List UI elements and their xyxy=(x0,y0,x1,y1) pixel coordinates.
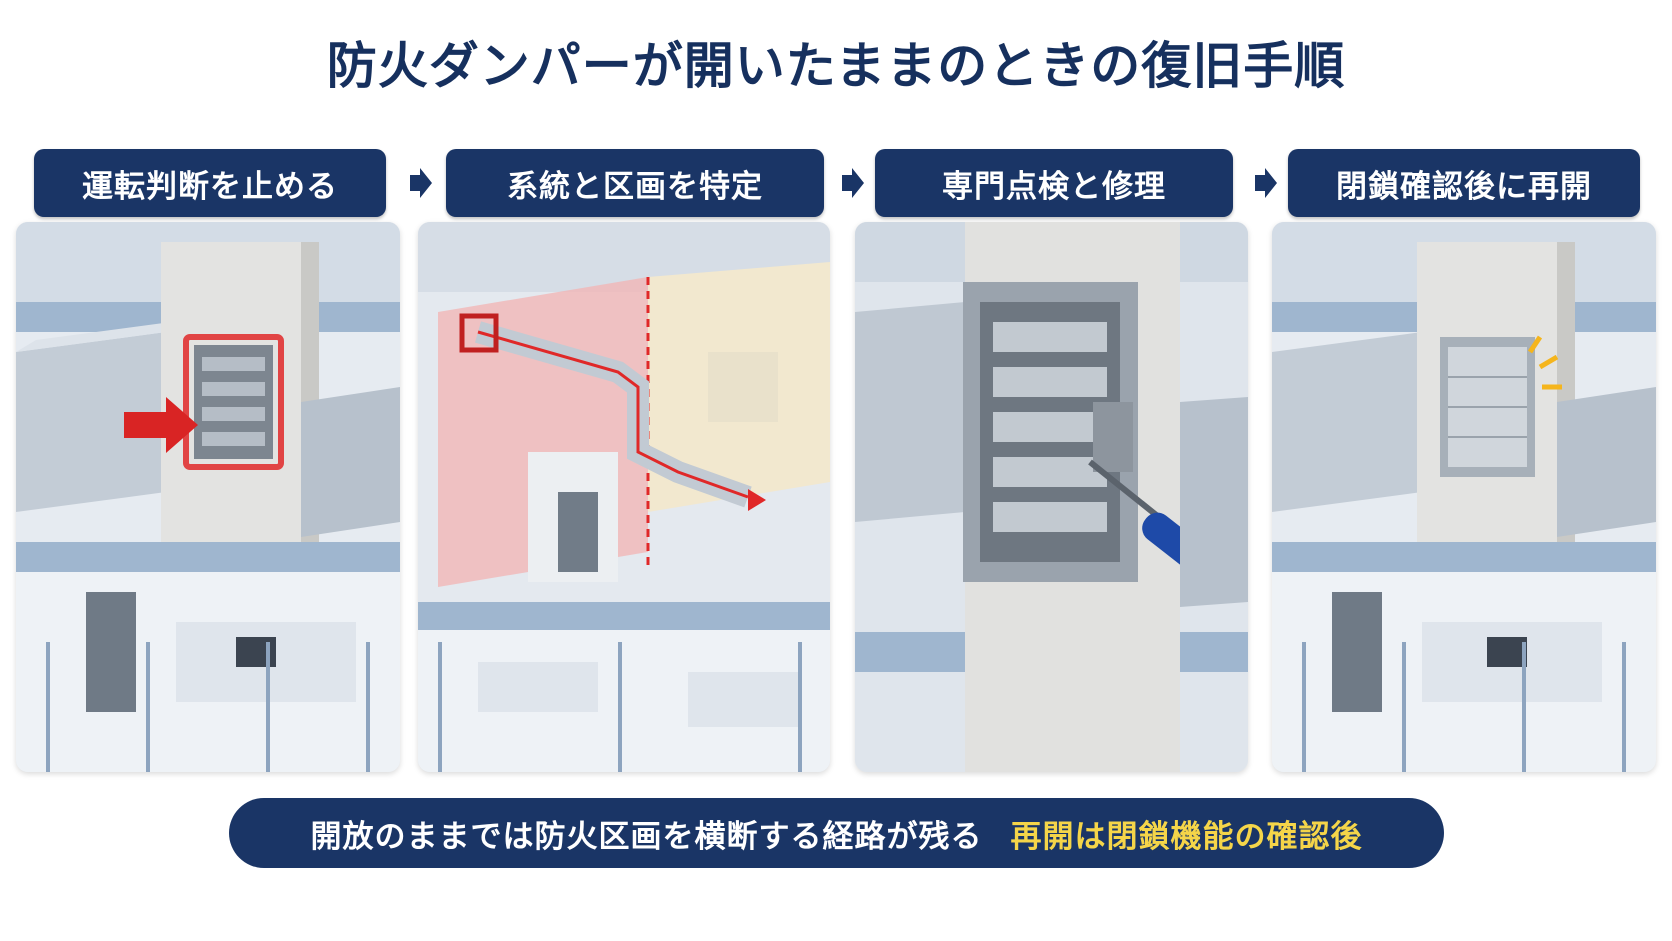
summary-banner: 開放のままでは防火区画を横断する経路が残る 再開は閉鎖機能の確認後 xyxy=(229,798,1444,868)
step-2-illustration xyxy=(418,222,830,772)
right-arrow-icon xyxy=(410,168,432,198)
summary-main-text: 開放のままでは防火区画を横断する経路が残る xyxy=(310,818,983,855)
step-4-illustration xyxy=(1272,222,1656,772)
right-arrow-icon xyxy=(842,168,864,198)
step-1-illustration xyxy=(16,222,400,772)
right-arrow-icon xyxy=(1255,168,1277,198)
step-4-label: 閉鎖確認後に再開 xyxy=(1288,149,1640,217)
page-title: 防火ダンパーが開いたままのときの復旧手順 xyxy=(326,37,1346,95)
summary-accent-text: 再開は閉鎖機能の確認後 xyxy=(1010,818,1363,855)
step-3-illustration xyxy=(855,222,1248,772)
step-1-label: 運転判断を止める xyxy=(34,149,386,217)
step-3-label: 専門点検と修理 xyxy=(875,149,1233,217)
step-2-label: 系統と区画を特定 xyxy=(446,149,824,217)
